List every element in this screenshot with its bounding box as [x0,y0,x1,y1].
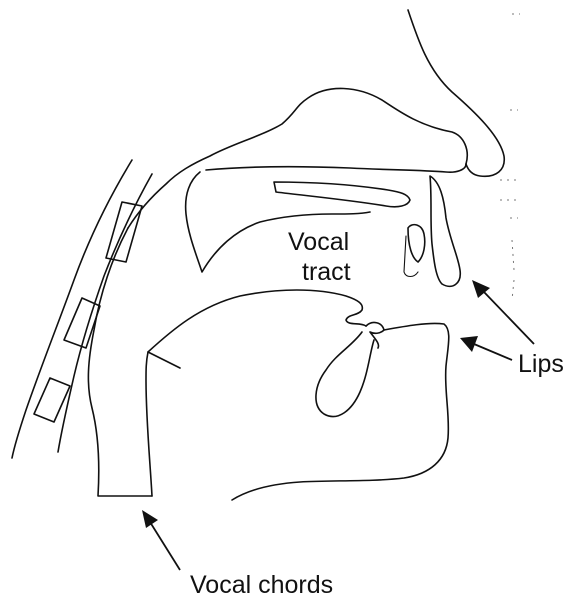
vocal-chords-label: Vocal chords [190,571,333,599]
upper-teeth-gum [404,236,418,277]
lips-arrow-lower-line [474,344,512,360]
upper-teeth [408,225,425,262]
vocal-chords-arrow-line [150,522,180,570]
face-profile-outline [408,10,504,176]
face-edge-marks [500,14,520,300]
hard-palate-outline [274,182,410,207]
pharynx-front-wall [146,352,180,496]
vocal-chords-arrow-head [142,510,158,528]
nasal-cavity-floor [206,164,466,172]
tongue-tip [366,323,384,348]
vocal-tract-label-line1: Vocal [288,228,349,256]
lower-teeth-loop [316,332,374,417]
vertebra-1 [106,202,142,262]
pharynx-back-wall [88,228,152,496]
upper-lip-outline [430,176,460,286]
lips-arrow-upper-line [484,292,534,344]
lips-label: Lips [518,350,564,378]
spine-inner-line [58,174,152,452]
nasal-cavity-outline [128,88,467,228]
vocal-tract-label-line2: tract [302,258,351,286]
spine-outer-line [12,160,132,458]
tongue-outline [148,290,366,352]
lower-lip-chin [232,323,449,500]
velum-outline [186,172,370,272]
